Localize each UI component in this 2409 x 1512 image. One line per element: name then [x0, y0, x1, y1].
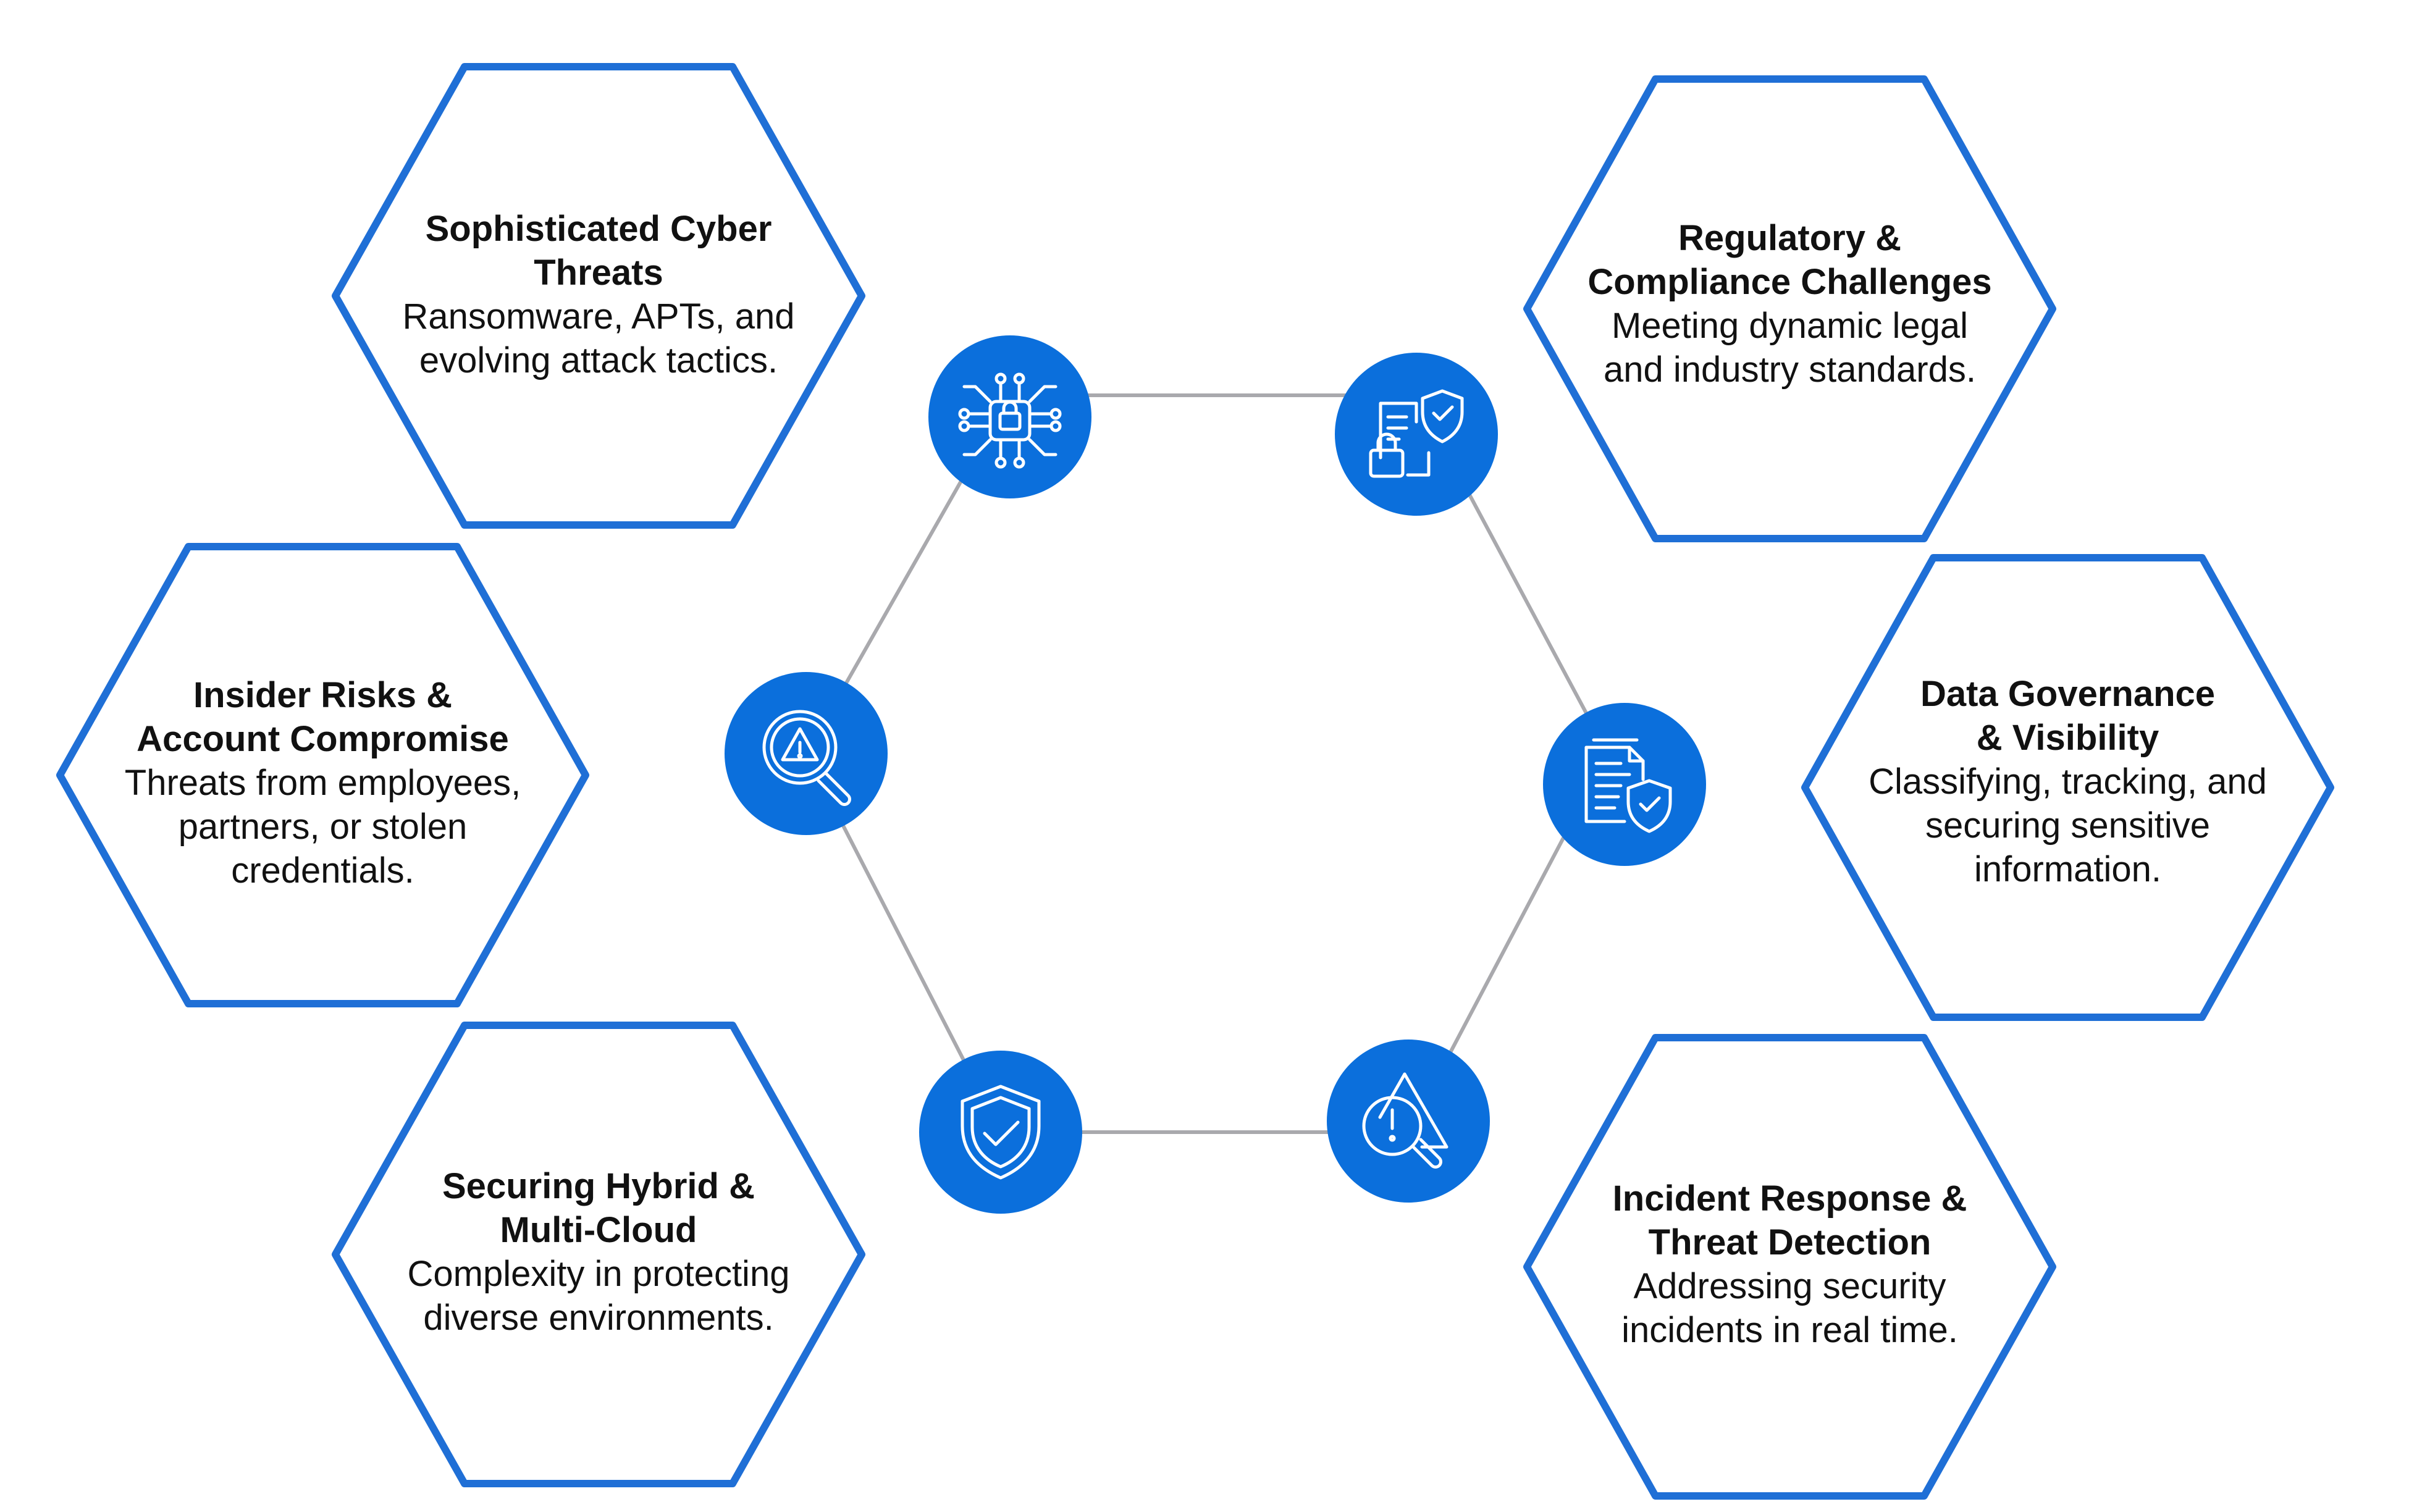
icon-node-circle: [928, 335, 1091, 498]
document-shield-lock-icon: [1369, 389, 1464, 478]
icon-node-circle: [919, 1051, 1082, 1214]
shield-check-icon: [961, 1085, 1041, 1180]
hex-cards: [56, 63, 2334, 1500]
icon-nodes: [725, 335, 1706, 1214]
card-title: Regulatory &Compliance Challenges: [1587, 218, 1992, 302]
hex-card-outline: [1523, 75, 2056, 542]
icon-node: [919, 1051, 1082, 1214]
card-regulatory-compliance: Regulatory &Compliance Challenges Meetin…: [1544, 216, 2035, 392]
card-title: Insider Risks &Account Compromise: [137, 675, 509, 759]
icon-node: [725, 672, 888, 835]
card-title: Incident Response &Threat Detection: [1612, 1178, 1967, 1262]
icon-node: [1543, 703, 1706, 866]
icon-node: [1335, 353, 1498, 516]
card-incident-response: Incident Response &Threat Detection Addr…: [1544, 1177, 2035, 1352]
icon-node-circle: [1335, 353, 1498, 516]
icon-node-circle: [1327, 1040, 1490, 1203]
card-data-governance: Data Governance& Visibility Classifying,…: [1822, 672, 2313, 891]
hex-card-outline: [332, 1022, 865, 1487]
hex-card-outline: [56, 543, 589, 1007]
card-title: Data Governance& Visibility: [1920, 674, 2216, 758]
card-securing-hybrid: Securing Hybrid &Multi-Cloud Complexity …: [360, 1164, 837, 1340]
icon-node: [1327, 1040, 1490, 1203]
document-shield-check-icon: [1584, 738, 1672, 833]
icon-node-circle: [725, 672, 888, 835]
hex-card-outline: [1523, 1034, 2056, 1500]
icon-node-circle: [1543, 703, 1706, 866]
card-description: Threats from employees,partners, or stol…: [124, 763, 521, 891]
circuit-lock-icon: [958, 372, 1062, 469]
card-title: Securing Hybrid &Multi-Cloud: [442, 1166, 755, 1250]
search-warning-icon: [762, 710, 851, 806]
hex-card-outline: [332, 63, 865, 529]
icon-node: [928, 335, 1091, 498]
hex-card-outline: [1801, 554, 2334, 1021]
warning-magnifier-icon: [1362, 1072, 1448, 1169]
card-insider-risks: Insider Risks &Account Compromise Threat…: [74, 673, 571, 892]
connector-ring: [804, 393, 1610, 1134]
